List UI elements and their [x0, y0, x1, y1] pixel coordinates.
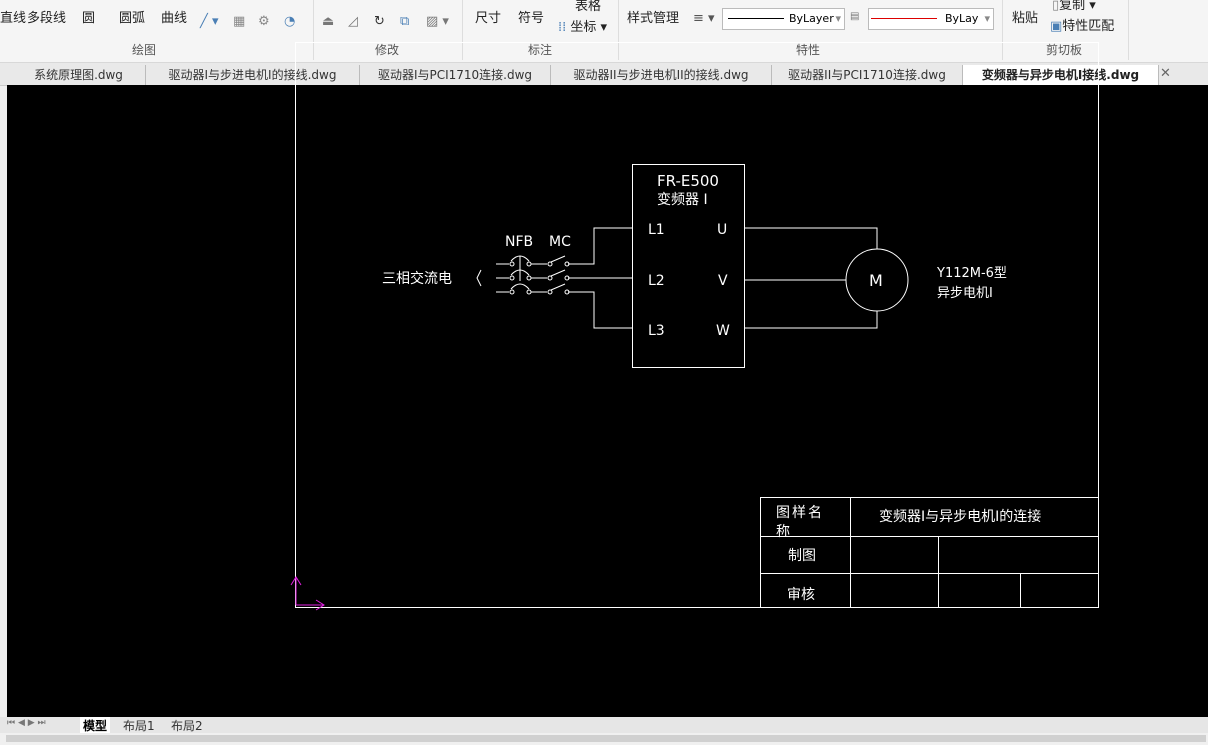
title-name-value: 变频器I与异步电机I的连接	[879, 508, 1041, 525]
terminal-l1: L1	[648, 222, 665, 238]
linetype-dropdown[interactable]: ByLayer▾	[722, 8, 845, 30]
tab-nav-arrows[interactable]: ⏮ ◀ ▶ ⏭	[7, 718, 46, 728]
construction-line-icon[interactable]: ╱ ▾	[200, 14, 219, 29]
curve-tool[interactable]: 曲线	[161, 11, 188, 26]
arc-tool[interactable]: 圆弧	[119, 11, 146, 26]
drawing-canvas[interactable]: FR-E500 变频器 I L1 L2 L3 U V W M Y112M-6型 …	[7, 42, 1208, 717]
doc-tab[interactable]: 系统原理图.dwg	[12, 65, 146, 85]
line-tool[interactable]: 直线	[0, 11, 27, 26]
motor-model: Y112M-6型	[936, 266, 1007, 281]
edit-icon[interactable]: ▨ ▾	[426, 14, 449, 29]
inverter-model: FR-E500	[657, 172, 719, 190]
copy-label: 复制	[1059, 0, 1086, 13]
hatch-icon[interactable]: ▦	[233, 14, 246, 29]
tab-layout1[interactable]: 布局1	[123, 719, 155, 733]
boundary-icon[interactable]: ◔	[284, 14, 296, 29]
drawing-frame	[295, 42, 1099, 608]
dimension-tool[interactable]: 尺寸	[475, 11, 502, 26]
title-block	[760, 497, 1099, 608]
contactor-mc	[547, 255, 570, 295]
review-label: 审核	[787, 587, 815, 603]
terminal-l2: L2	[648, 273, 665, 289]
coordinate-tool[interactable]: ⁞⁞ 坐标 ▾	[558, 20, 608, 35]
document-tabs: 系统原理图.dwg 驱动器I与步进电机I的接线.dwg 驱动器I与PCI1710…	[0, 63, 1208, 86]
doc-tab[interactable]: 驱动器II与PCI1710连接.dwg	[772, 65, 963, 85]
inverter-name: 变频器 I	[657, 192, 708, 208]
lineweight-icon[interactable]: ≡ ▾	[693, 11, 715, 26]
mc-label: MC	[549, 234, 571, 250]
nfb-label: NFB	[505, 234, 533, 250]
doc-tab[interactable]: 驱动器I与步进电机I的接线.dwg	[146, 65, 360, 85]
terminal-v: V	[718, 273, 728, 289]
source-label: 三相交流电	[382, 270, 452, 287]
drawn-label: 制图	[788, 548, 816, 564]
layout-tabs: ⏮ ◀ ▶ ⏭ 模型 布局1 布局2	[0, 717, 1208, 734]
color-icon[interactable]: ▤	[850, 11, 860, 22]
scale-icon[interactable]: ◿	[348, 14, 358, 29]
motor-label: M	[869, 271, 883, 290]
rotate-icon[interactable]: ↻	[374, 14, 385, 29]
motor-name: 异步电机I	[937, 286, 993, 301]
copy-button[interactable]: ▯复制 ▾	[1052, 0, 1096, 13]
polyline-tool[interactable]: 多段线	[27, 11, 67, 26]
paste-button[interactable]: 粘贴	[1012, 11, 1039, 26]
modify-group-label: 修改	[375, 43, 400, 57]
stretch-icon[interactable]: ⏏	[322, 14, 335, 29]
lineweight-dropdown[interactable]: ByLayer▾	[868, 8, 994, 30]
draw-group-label: 绘图	[132, 43, 157, 57]
inverter-box	[632, 164, 745, 368]
wire-w	[744, 311, 878, 329]
horizontal-scrollbar[interactable]	[0, 733, 1208, 745]
array-icon[interactable]: ⧉	[400, 14, 410, 29]
scrollbar-thumb[interactable]	[6, 735, 1206, 742]
doc-tab-active[interactable]: 变频器与异步电机I接线.dwg	[963, 65, 1159, 85]
doc-tab[interactable]: 驱动器I与PCI1710连接.dwg	[360, 65, 551, 85]
terminal-l3: L3	[648, 323, 665, 339]
table-tool[interactable]: 表格	[575, 0, 602, 14]
tilde-symbol	[476, 269, 482, 287]
wire-l1	[568, 227, 632, 265]
close-tab-icon[interactable]: ✕	[1160, 66, 1171, 81]
circle-tool[interactable]: 圆	[82, 11, 96, 26]
ucs-icon	[290, 576, 325, 611]
ribbon: 直线 多段线 圆 圆弧 曲线 ╱ ▾ ▦ ⚙ ◔ 绘图 ⏏ ◿ ↻ ⧉ ▨ ▾ …	[0, 0, 1208, 63]
doc-tab[interactable]: 驱动器II与步进电机II的接线.dwg	[551, 65, 772, 85]
region-icon[interactable]: ⚙	[258, 14, 270, 29]
lineweight-value: ByLayer	[945, 12, 979, 25]
wire-l3	[568, 291, 632, 329]
terminal-w: W	[716, 323, 730, 339]
properties-group-label: 特性	[796, 43, 821, 57]
coordinate-label: 坐标	[570, 20, 597, 35]
terminal-u: U	[717, 222, 727, 238]
symbol-tool[interactable]: 符号	[518, 11, 545, 26]
tab-model[interactable]: 模型	[80, 717, 111, 734]
annotate-group-label: 标注	[528, 43, 553, 57]
style-manager-button[interactable]: 样式管理	[627, 11, 680, 26]
tab-layout2[interactable]: 布局2	[171, 719, 203, 733]
match-properties-button[interactable]: ▣特性匹配	[1050, 19, 1115, 34]
linetype-value: ByLayer	[789, 12, 834, 25]
wire-u	[744, 227, 878, 249]
match-label: 特性匹配	[1062, 19, 1115, 34]
title-name-label: 图样名称	[776, 505, 824, 540]
clipboard-group-label: 剪切板	[1046, 43, 1083, 57]
breaker-nfb	[496, 255, 547, 295]
